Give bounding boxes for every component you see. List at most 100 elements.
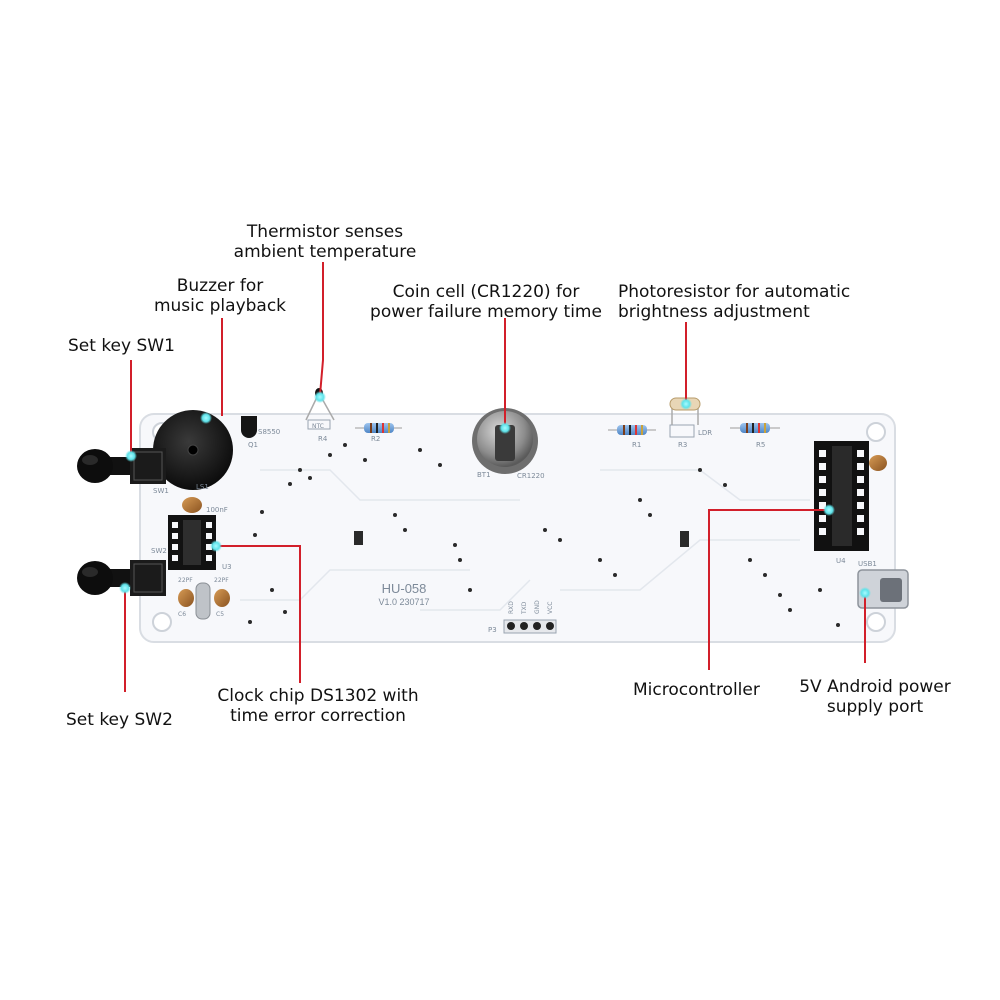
switch-sw2-cap-shine [82,567,98,577]
switch-sw2-body [130,560,166,596]
marker-thermistor [314,391,326,403]
silk-u3: U3 [222,563,232,571]
label-set-key-sw1: Set key SW1 [68,336,175,356]
label-buzzer: Buzzer for music playback [120,276,320,316]
mounting-hole [866,422,886,442]
label-set-key-sw2-line1: Set key SW2 [66,710,173,730]
silk-r3: R3 [678,441,687,449]
callout-lines [124,262,866,692]
silk-sw1: SW1 [153,487,169,495]
label-photoresistor-line1: Photoresistor for automatic [618,282,851,302]
label-microcontroller: Microcontroller [633,680,760,700]
label-power-port: 5V Android power supply port [785,677,965,717]
clock-chip-pin-slots [172,522,212,561]
silk-r5: R5 [756,441,765,449]
label-clock-chip-line2: time error correction [230,706,406,726]
label-power-port-line2: supply port [826,697,924,717]
label-thermistor-line1: Thermistor senses [246,222,404,242]
marker-microcontroller [823,504,835,516]
label-photoresistor: Photoresistor for automatic brightness a… [618,282,850,322]
silk-ls1: LS1 [196,483,209,491]
switch-sw1-cap-shine [82,455,98,465]
silk-sw2: SW2 [151,547,167,555]
marker-clock-chip [210,540,222,552]
label-set-key-sw2: Set key SW2 [66,710,173,730]
silk-p3: P3 [488,626,497,634]
microcontroller-chip [832,446,852,546]
silk-r3-box [669,424,695,438]
callout-line-microcontroller [708,509,829,670]
silk-r4: R4 [318,435,328,443]
label-photoresistor-line2: brightness adjustment [618,302,810,322]
marker-coin-cell [499,422,511,434]
marker-sw2 [119,582,131,594]
silk-bt1: BT1 [477,471,491,479]
silk-r2: R2 [371,435,380,443]
capacitor-ceramic [869,455,887,471]
label-thermistor-line2: ambient temperature [233,242,417,262]
label-coin-cell-line2: power failure memory time [370,302,602,322]
board-model: HU-058 [382,581,427,596]
resistor-r2 [355,423,402,433]
transistor-q1 [241,416,257,438]
silk-ntc: NTC [312,423,324,430]
label-buzzer-line1: Buzzer for [176,276,264,296]
marker-power-port [859,587,871,599]
label-microcontroller-line1: Microcontroller [633,680,760,700]
crystal-oscillator [195,582,211,620]
silk-c6: C6 [178,611,186,618]
label-thermistor: Thermistor senses ambient temperature [220,222,430,262]
marker-buzzer [200,412,212,424]
silk-pin-vcc: VCC [547,602,554,614]
label-buzzer-line2: music playback [153,296,287,316]
mounting-hole [152,612,172,632]
label-coin-cell-line1: Coin cell (CR1220) for [392,282,580,302]
silk-pin-gnd: GND [534,600,541,614]
callout-markers [119,391,871,599]
resistor-r5 [730,423,780,433]
switch-sw1-frame [133,451,163,481]
label-clock-chip-line1: Clock chip DS1302 with [217,686,419,706]
silk-c5: C5 [216,611,224,618]
smd-component [680,531,689,547]
pcb-vias [248,443,840,627]
silk-22pf-1: 22PF [178,577,193,584]
pcb-traces [240,469,810,611]
switch-sw2-cap [77,561,113,595]
silk-s8550: S8550 [258,428,280,436]
silk-cr1220: CR1220 [517,472,545,480]
label-clock-chip: Clock chip DS1302 with time error correc… [206,686,430,726]
header-p3 [503,619,557,634]
switch-sw1-cap [77,449,113,483]
callout-line-clock-chip [216,545,301,683]
silk-100nf: 100nF [206,506,228,514]
silk-ntc-box [307,419,331,430]
silk-pin-txd: TXD [521,601,528,615]
capacitor-100nf [182,497,202,513]
silk-u4: U4 [836,557,846,565]
clock-chip [183,520,201,565]
label-coin-cell: Coin cell (CR1220) for power failure mem… [360,282,612,322]
mounting-hole [866,612,886,632]
coin-cell-clip [495,425,515,461]
capacitor-c5 [214,589,230,607]
capacitor-c6 [178,589,194,607]
smd-component [354,531,363,545]
silk-pin-rxd: RXD [508,601,515,614]
resistor-r1 [608,425,656,435]
micro-usb-opening [880,578,902,602]
microcontroller-pin-slots [819,450,864,535]
callout-line-thermistor [319,262,324,396]
silk-ldr: LDR [698,429,712,437]
board-version: V1.0 230717 [378,597,429,607]
marker-photoresistor [680,398,692,410]
marker-sw1 [125,450,137,462]
switch-sw2-frame [133,563,163,593]
silk-q1: Q1 [248,441,258,449]
buzzer-hole [187,444,199,456]
silk-r1: R1 [632,441,641,449]
silk-22pf-2: 22PF [214,577,229,584]
label-power-port-line1: 5V Android power [799,677,951,697]
label-set-key-sw1-line1: Set key SW1 [68,336,175,356]
